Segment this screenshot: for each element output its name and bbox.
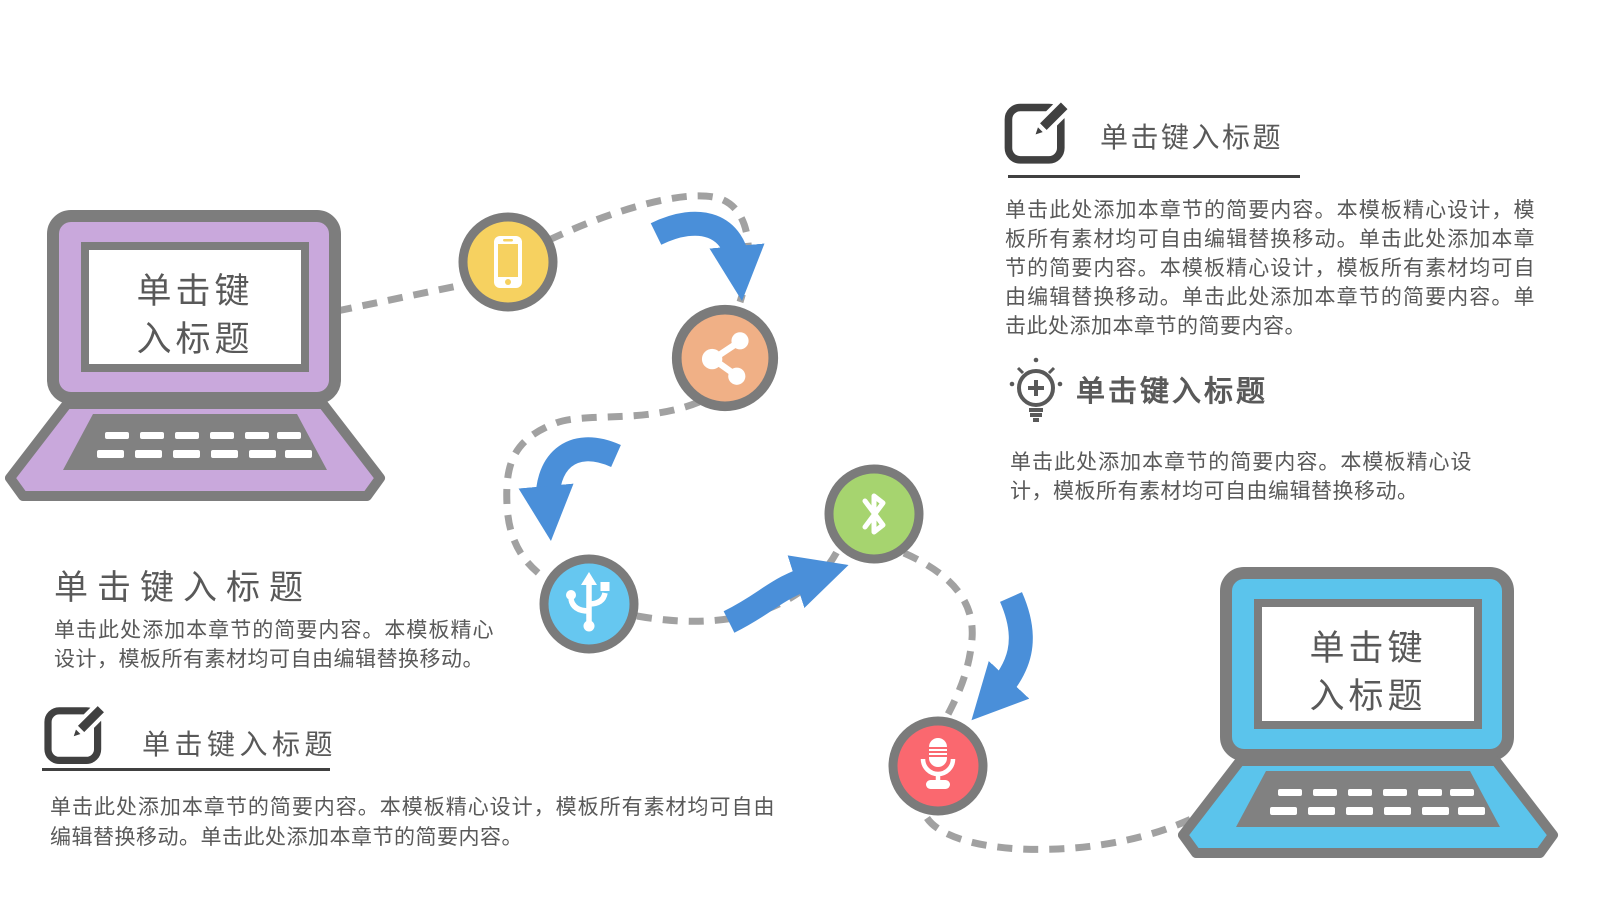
bluetooth-icon [862,493,886,535]
laptop-keyboard [63,414,327,470]
dashed-connector-share-to-usb [503,398,701,586]
section-body-middle-right: 单击此处添加本章节的简要内容。本模板精心设计，模板所有素材均可自由编辑替换移动。 [1010,451,1472,503]
flow-arrow-down-2 [518,437,621,541]
laptop-screen-title-line1: 单击键 [136,272,253,311]
section-title-middle-left: 单击键入标题 [54,569,312,607]
title-underline [1008,175,1300,178]
node-microphone [888,716,988,816]
laptop-screen-title-line2: 入标题 [1309,677,1426,716]
flow-arrow-down-4 [971,592,1033,721]
node-bluetooth [824,464,924,564]
flow-arrow-down-1 [650,211,765,301]
section-body-bottom-left: 单击此处添加本章节的简要内容。本模板精心设计，模板所有素材均可自由编辑替换移动。… [50,796,775,849]
node-share [671,304,779,412]
edit-icon [1004,96,1074,164]
laptop-keys [97,432,312,458]
node-smartphone [458,212,558,312]
flow-arrow-right-3 [723,555,849,633]
node-usb [539,554,639,654]
smartphone-icon [494,236,522,288]
title-underline [42,768,330,771]
edit-icon [44,700,110,764]
flow-arrow-group [518,211,1033,721]
section-body-middle-left: 单击此处添加本章节的简要内容。本模板精心设计，模板所有素材均可自由编辑替换移动。 [54,619,494,671]
laptop-keys [1270,789,1485,815]
lightbulb-plus-icon [1009,357,1063,422]
share-icon [701,332,749,385]
section-title-top-right: 单击键入标题 [1100,122,1284,153]
dashed-connector-mic-to-laptop [924,808,1208,853]
section-title-middle-right: 单击键入标题 [1076,376,1269,408]
laptop-screen [81,242,309,372]
microphone-icon [920,738,956,789]
section-title-bottom-left: 单击键入标题 [142,729,338,760]
laptop-right: 单击键 入标题 [1178,567,1558,858]
dashed-connector-phone-to-share [547,192,752,304]
laptop-keyboard [1236,771,1500,827]
laptop-screen-title-line1: 单击键 [1309,629,1426,668]
section-body-top-right: 单击此处添加本章节的简要内容。本模板精心设计，模板所有素材均可自由编辑替换移动。… [1005,199,1535,338]
dashed-connector-laptop-to-phone [336,281,463,315]
laptop-screen [1254,599,1482,729]
laptop-screen-title-line2: 入标题 [136,320,253,359]
dashed-connector-bluetooth-to-mic [902,549,976,722]
usb-icon [566,572,610,632]
laptop-left: 单击键 入标题 [5,210,385,501]
